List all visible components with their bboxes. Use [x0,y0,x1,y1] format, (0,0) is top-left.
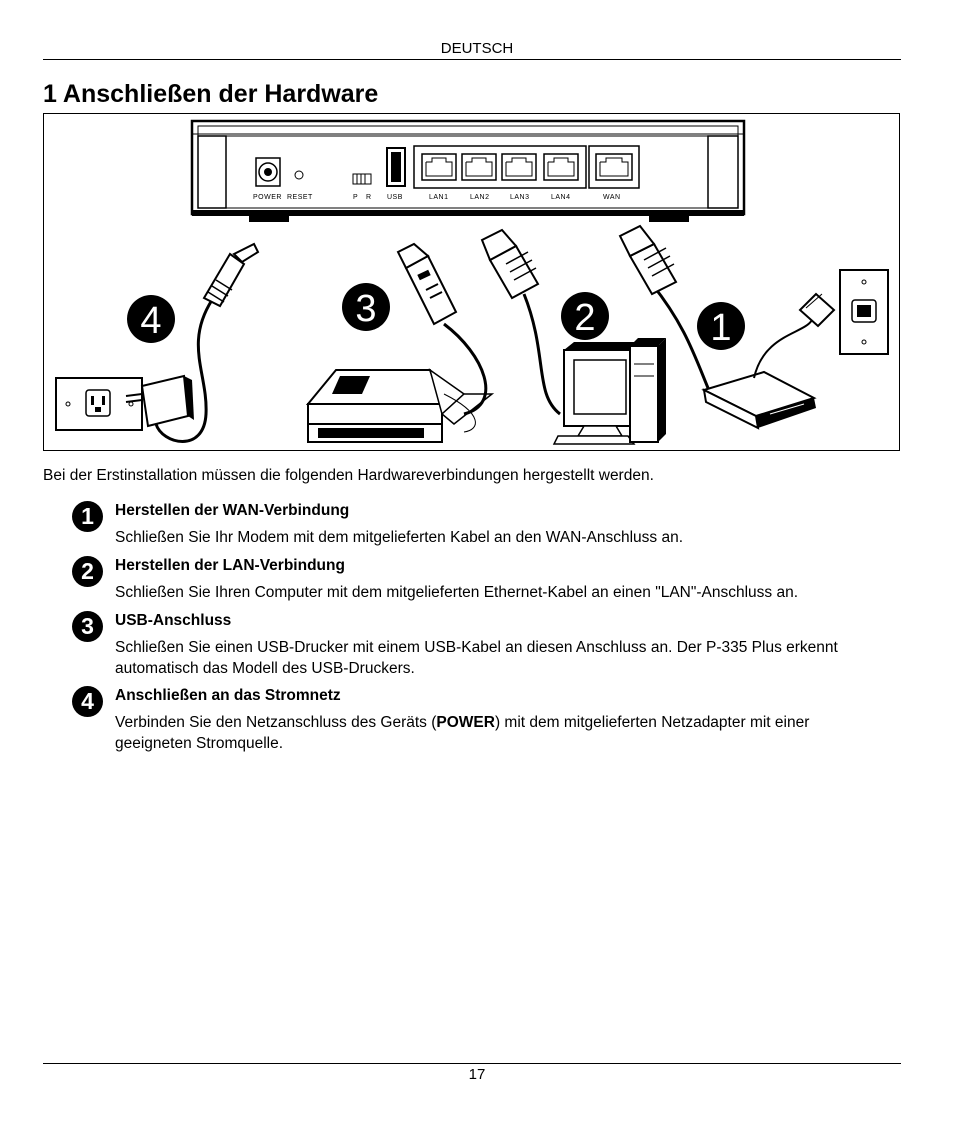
port-label-usb: USB [387,194,403,201]
callout-2: 2 [574,297,595,339]
power-adapter-illustration [125,242,260,443]
header-rule [43,59,901,60]
step-description: Schließen Sie Ihr Modem mit dem mitgelie… [115,529,684,546]
lan-cable-illustration [480,228,561,416]
lan-port-icons [421,153,579,181]
page-title: 1 Anschließen der Hardware [43,80,379,108]
port-label-lan2: LAN2 [470,194,490,201]
footer-rule [43,1063,901,1064]
usb-port-icon [386,147,406,187]
port-label-p: P [353,194,358,201]
port-label-lan4: LAN4 [551,194,571,201]
port-label-lan3: LAN3 [510,194,530,201]
step-number-badge: 2 [72,556,103,587]
power-jack-icon [255,157,281,187]
port-label-r: R [366,194,372,201]
phone-jack-illustration [753,269,889,379]
router-illustration: POWER RESET P R USB LAN1 LAN2 LAN3 LAN4 … [190,119,746,222]
step-description: Schließen Sie einen USB-Drucker mit eine… [115,639,838,677]
step-description: Schließen Sie Ihren Computer mit dem mit… [115,584,799,601]
step-number-badge: 4 [72,686,103,717]
power-term: POWER [436,714,495,731]
computer-illustration [552,338,666,445]
step-number-badge: 1 [72,501,103,532]
page-number: 17 [468,1066,486,1083]
step-title: Herstellen der LAN-Verbindung [115,557,345,574]
intro-paragraph: Bei der Erstinstallation müssen die folg… [43,467,654,484]
wan-cable-illustration [618,224,710,389]
step-description-text: ) mit dem mitgelieferten Netzadapter mit… [115,714,810,752]
step-number-badge: 3 [72,611,103,642]
port-label-lan1: LAN1 [429,194,449,201]
step-title: USB-Anschluss [115,612,232,629]
printer-illustration [305,368,495,443]
mode-switch-icon [352,173,372,185]
usb-cable-illustration [396,242,488,416]
hardware-connection-figure: POWER RESET P R USB LAN1 LAN2 LAN3 LAN4 … [43,113,900,451]
step-title: Herstellen der WAN-Verbindung [115,502,350,519]
figure-callouts: 4 3 2 1 [127,283,745,350]
step-description: Verbinden Sie den Netzanschluss des Gerä… [115,712,885,754]
callout-1: 1 [710,307,731,349]
callout-3: 3 [355,288,376,330]
wan-port-icon [595,153,633,181]
modem-illustration [701,370,817,430]
port-label-reset: RESET [287,194,313,201]
reset-button-icon [294,170,304,180]
callout-4: 4 [140,300,161,342]
port-label-power: POWER [253,194,282,201]
port-label-wan: WAN [603,194,621,201]
step-description-text: Verbinden Sie den Netzanschluss des Gerä… [115,714,437,731]
wall-outlet-illustration [55,377,143,431]
step-title: Anschließen an das Stromnetz [115,687,341,704]
page-header-section: DEUTSCH [440,40,514,57]
